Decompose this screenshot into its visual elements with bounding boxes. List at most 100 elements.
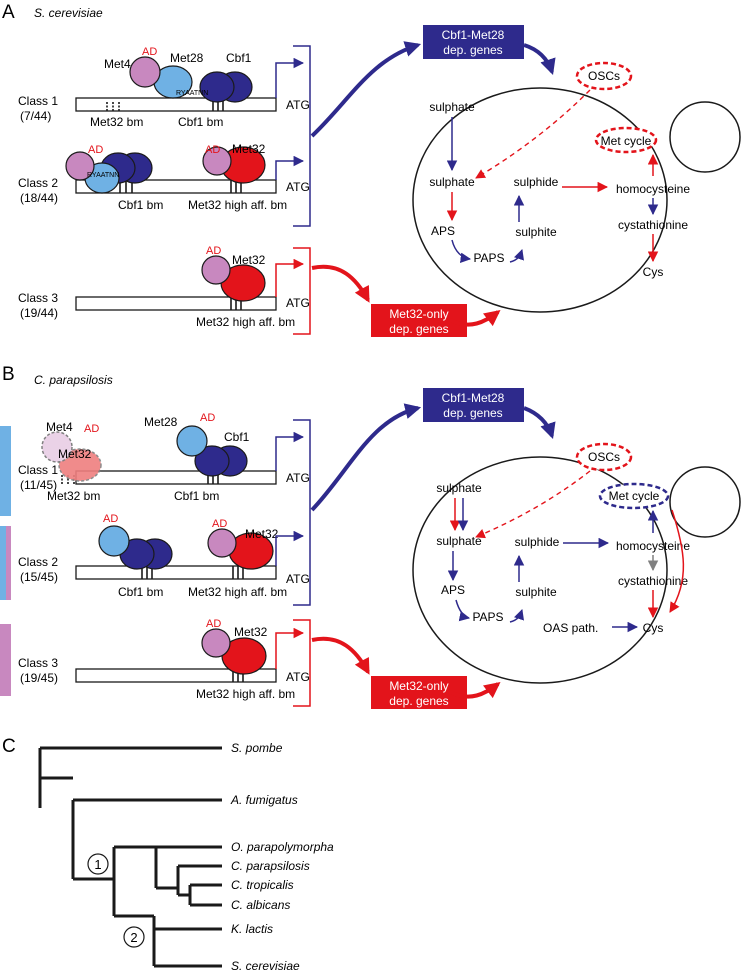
met32-high-label: Met32 high aff. bm [188,198,287,212]
met-cycle: Met cycle [609,489,660,503]
class1-label: Class 1 [18,463,58,477]
met28-label: Met28 [170,51,204,65]
paps: PAPS [473,251,504,265]
class1-label: Class 1 [18,94,58,108]
sulphite: sulphite [515,585,557,599]
sulphate-outside: sulphate [429,100,475,114]
atg-label: ATG [286,98,310,112]
box-line2: dep. genes [389,322,448,336]
panel-b-species: C. parapsilosis [34,373,113,387]
ad-label: AD [206,618,221,630]
cystathionine: cystathionine [618,218,688,232]
ad-label: AD [84,423,99,435]
met32-label: Met32 [245,527,279,541]
class2-promoter: RYAATNN AD AD Met32 Cbf1 bm Met32 high a… [65,142,310,212]
met4-label: Met4 [104,57,131,71]
homocysteine: homocysteine [616,539,690,553]
met32-bm-label: Met32 bm [47,489,100,503]
box-line1: Cbf1-Met28 [442,28,505,42]
node-1-label: 1 [94,857,101,872]
paps: PAPS [472,610,503,624]
cbf1-bm-label: Cbf1 bm [118,585,163,599]
atg-label: ATG [286,180,310,194]
class1-promoter: RYAATNN AD Met4 Met28 Cbf1 Met32 bm Cbf1… [75,46,310,129]
panel-b-letter: B [2,364,15,385]
met32-label: Met32 [234,625,268,639]
class1-count: (7/44) [20,109,51,123]
class3-count: (19/45) [20,671,58,685]
met32-label: Met32 [58,447,92,461]
aps: APS [431,224,455,238]
phylogenetic-tree [38,746,222,968]
mitochondrion [669,101,741,173]
taxon-s-cerevisiae: S. cerevisiae [231,959,300,972]
class2-promoter-b: AD AD Met32 Cbf1 bm Met32 high aff. bm A… [75,513,310,599]
taxon-a-fumigatus: A. fumigatus [230,793,298,807]
met32-high-label: Met32 high aff. bm [188,585,287,599]
sulphide: sulphide [514,175,559,189]
box-line2: dep. genes [443,43,502,57]
met4-label: Met4 [46,420,73,434]
class2-label: Class 2 [18,555,58,569]
class1-count: (11/45) [20,478,57,492]
taxon-k-lactis: K. lactis [231,922,273,936]
class3-label: Class 3 [18,291,58,305]
cys: Cys [643,265,664,279]
sulphide: sulphide [515,535,560,549]
cbf1-bm-label: Cbf1 bm [178,115,223,129]
cystathionine: cystathionine [618,574,688,588]
taxon-s-pombe: S. pombe [231,741,283,755]
panel-c: C 1 [2,736,334,972]
met4-protein [129,56,161,88]
class3-promoter-b: AD Met32 Met32 high aff. bm ATG [75,618,311,707]
ad-label: AD [88,144,103,156]
sulphate-outside: sulphate [436,481,482,495]
oscs-label: OSCs [588,69,620,83]
cbf1-met28-genes-box: Cbf1-Met28 dep. genes [423,25,524,59]
ad-label: AD [206,245,221,257]
aps: APS [441,583,465,597]
met32-label: Met32 [232,142,266,156]
box-line1: Met32-only [389,679,448,693]
met-cycle: Met cycle [601,134,652,148]
box-line2: dep. genes [389,694,448,708]
class3-label: Class 3 [18,656,58,670]
sulphate-inside: sulphate [429,175,475,189]
panel-a-letter: A [2,2,15,23]
panel-a-species: S. cerevisiae [34,6,103,20]
class3-promoter: AD Met32 Met32 high aff. bm ATG [75,245,311,335]
cbf1-protein [199,71,235,103]
cell-outline [412,87,668,313]
cys: Cys [643,621,664,635]
atg-label: ATG [286,572,310,586]
panel-a: A S. cerevisiae Class 1 (7/44) Class 2 (… [2,2,741,337]
homocysteine: homocysteine [616,182,690,196]
class1-promoter-b: Met32 AD Met4 AD Met28 Cbf1 Met32 bm Cbf… [41,412,310,503]
cell-outline [412,456,668,684]
ad-label: AD [142,46,157,58]
met32-bm-label: Met32 bm [90,115,143,129]
atg-label: ATG [286,670,310,684]
class2-count: (15/45) [20,570,58,584]
ad-label: AD [212,518,227,530]
met28-label: Met28 [144,415,178,429]
mitochondrion [669,466,741,538]
taxon-o-parapolymorpha: O. parapolymorpha [231,840,334,854]
panel-c-letter: C [2,736,16,757]
taxon-c-albicans: C. albicans [231,898,290,912]
box-line1: Met32-only [389,307,448,321]
sulphate-inside: sulphate [436,534,482,548]
met32-high-label: Met32 high aff. bm [196,315,295,329]
atg-label: ATG [286,296,310,310]
motif-label: RYAATNN [176,90,208,97]
cbf1-label: Cbf1 [226,51,252,65]
sulphite: sulphite [515,225,557,239]
box-line2: dep. genes [443,406,502,420]
class2-count: (18/44) [20,191,58,205]
taxon-c-parapsilosis: C. parapsilosis [231,859,310,873]
ad-label: AD [205,144,220,156]
cbf1-met28-genes-box-b: Cbf1-Met28 dep. genes [423,388,524,422]
met32-high-label: Met32 high aff. bm [196,687,295,701]
